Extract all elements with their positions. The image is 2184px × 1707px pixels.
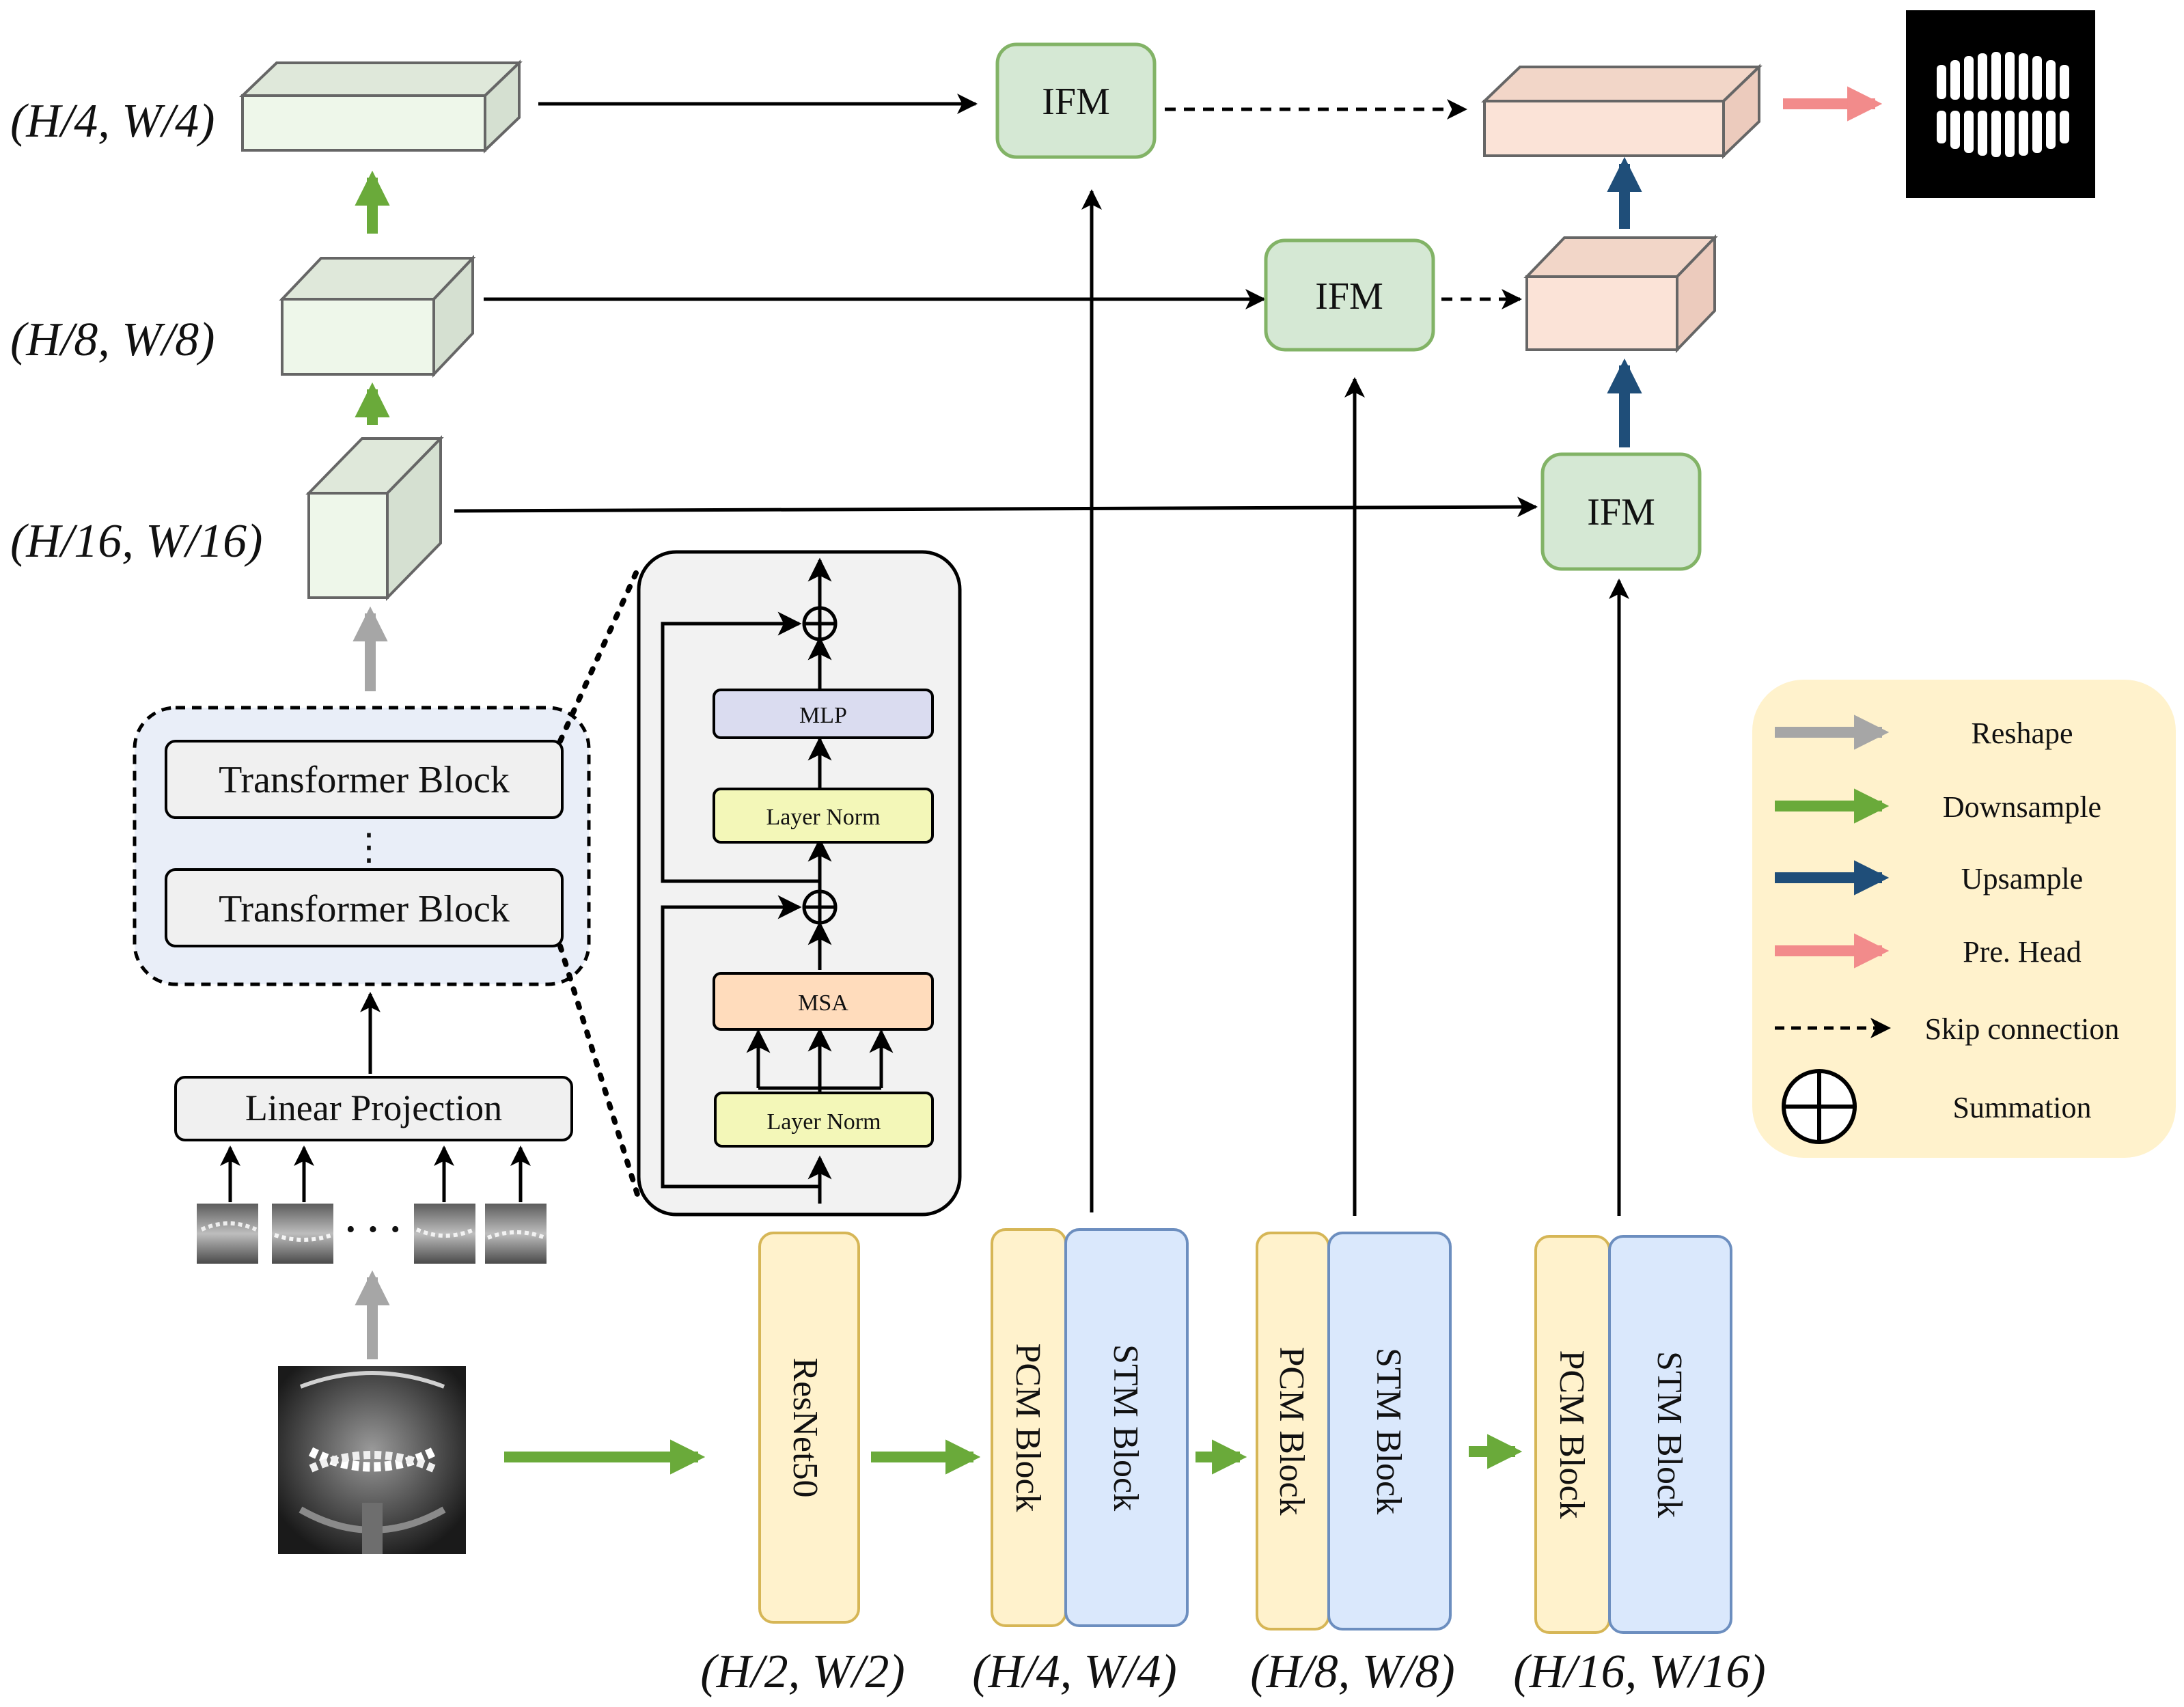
transformer-block-1: Transformer Block bbox=[165, 740, 564, 819]
resnet50-block: ResNet50 bbox=[758, 1232, 860, 1624]
mlp-block: MLP bbox=[713, 689, 934, 739]
mlp-label: MLP bbox=[799, 703, 847, 728]
summation-icon bbox=[802, 889, 838, 925]
xray-patch-3 bbox=[414, 1204, 475, 1264]
resnet50-label: ResNet50 bbox=[786, 1357, 825, 1497]
layer-norm-1-block: Layer Norm bbox=[714, 1092, 934, 1148]
flow-arrow bbox=[454, 497, 1538, 518]
ifm-h16-label: IFM bbox=[1587, 491, 1655, 533]
ifm-module-h4: IFM bbox=[995, 42, 1157, 159]
msa-block: MSA bbox=[713, 972, 934, 1031]
pcm-block-1: PCM Block bbox=[991, 1228, 1067, 1627]
stm-block-1: STM Block bbox=[1064, 1228, 1189, 1627]
scale-label-h8: (H/8, W/8) bbox=[10, 314, 215, 366]
stm-block-1-label: STM Block bbox=[1106, 1344, 1145, 1511]
layer-norm-1-label: Layer Norm bbox=[766, 1109, 881, 1135]
xray-patch-4 bbox=[485, 1204, 547, 1264]
pcm-block-3: PCM Block bbox=[1534, 1235, 1611, 1634]
ifm-module-h8: IFM bbox=[1264, 238, 1435, 352]
pcm-block-2: PCM Block bbox=[1256, 1232, 1330, 1630]
legend-label: Upsample bbox=[1961, 862, 2083, 896]
stm-block-3: STM Block bbox=[1608, 1235, 1732, 1634]
legend-label: Pre. Head bbox=[1963, 935, 2082, 969]
legend-item-skip-connection: Skip connection bbox=[1775, 1012, 2119, 1046]
ifm-module-h16: IFM bbox=[1540, 452, 1702, 571]
feature-cube-h8 bbox=[279, 254, 476, 378]
summation-icon bbox=[1782, 1069, 1857, 1144]
decoder-cube-h4 bbox=[1481, 64, 1763, 159]
layer-norm-2-label: Layer Norm bbox=[766, 805, 880, 830]
linear-projection-label: Linear Projection bbox=[245, 1087, 502, 1128]
bottom-scale-stage2: (H/8, W/8) bbox=[1250, 1646, 1454, 1698]
ifm-h8-label: IFM bbox=[1315, 275, 1383, 318]
pcm-block-1-label: PCM Block bbox=[1008, 1343, 1047, 1512]
pcm-block-3-label: PCM Block bbox=[1552, 1350, 1591, 1518]
scale-label-h16: (H/16, W/16) bbox=[10, 515, 262, 568]
bottom-scale-stage3: (H/16, W/16) bbox=[1513, 1646, 1765, 1698]
transformer-stack-dots: ⋮ bbox=[350, 827, 387, 868]
legend-label: Reshape bbox=[1971, 717, 2073, 750]
msa-label: MSA bbox=[798, 990, 848, 1016]
input-xray-image bbox=[278, 1366, 466, 1554]
legend-item-reshape: Reshape bbox=[1775, 714, 2073, 750]
transformer-detail-panel: Layer Norm MSA Layer Norm MLP bbox=[557, 550, 962, 1217]
legend-item-upsample: Upsample bbox=[1775, 860, 2083, 896]
bottom-scale-resnet: (H/2, W/2) bbox=[700, 1646, 904, 1698]
linear-projection-block: Linear Projection bbox=[174, 1076, 573, 1141]
patch-ellipsis: · · · bbox=[344, 1208, 402, 1251]
legend-label: Summation bbox=[1953, 1091, 2092, 1124]
legend-item-summation: Summation bbox=[1782, 1069, 2092, 1144]
transformer-block-2-label: Transformer Block bbox=[219, 888, 510, 930]
xray-patch-1 bbox=[197, 1204, 258, 1264]
summation-icon bbox=[802, 606, 838, 641]
scale-label-h4: (H/4, W/4) bbox=[10, 95, 215, 148]
stm-block-2-label: STM Block bbox=[1369, 1348, 1408, 1514]
legend-item-pre-head: Pre. Head bbox=[1775, 933, 2082, 969]
xray-patch-2 bbox=[272, 1204, 333, 1264]
feature-cube-h4 bbox=[239, 59, 523, 154]
ifm-h4-label: IFM bbox=[1042, 81, 1110, 123]
stm-block-2: STM Block bbox=[1327, 1232, 1452, 1630]
bottom-scale-stage1: (H/4, W/4) bbox=[972, 1646, 1176, 1698]
legend-item-downsample: Downsample bbox=[1775, 788, 2101, 824]
transformer-block-1-label: Transformer Block bbox=[219, 759, 510, 801]
legend-label: Downsample bbox=[1943, 790, 2101, 824]
feature-cube-h16 bbox=[305, 435, 444, 601]
output-segmentation-mask bbox=[1906, 10, 2095, 198]
decoder-cube-h8 bbox=[1523, 234, 1718, 353]
stm-block-3-label: STM Block bbox=[1650, 1351, 1689, 1518]
transformer-block-2: Transformer Block bbox=[165, 868, 564, 947]
layer-norm-2-block: Layer Norm bbox=[713, 788, 934, 844]
legend-label: Skip connection bbox=[1925, 1012, 2120, 1046]
pcm-block-2-label: PCM Block bbox=[1272, 1346, 1311, 1515]
